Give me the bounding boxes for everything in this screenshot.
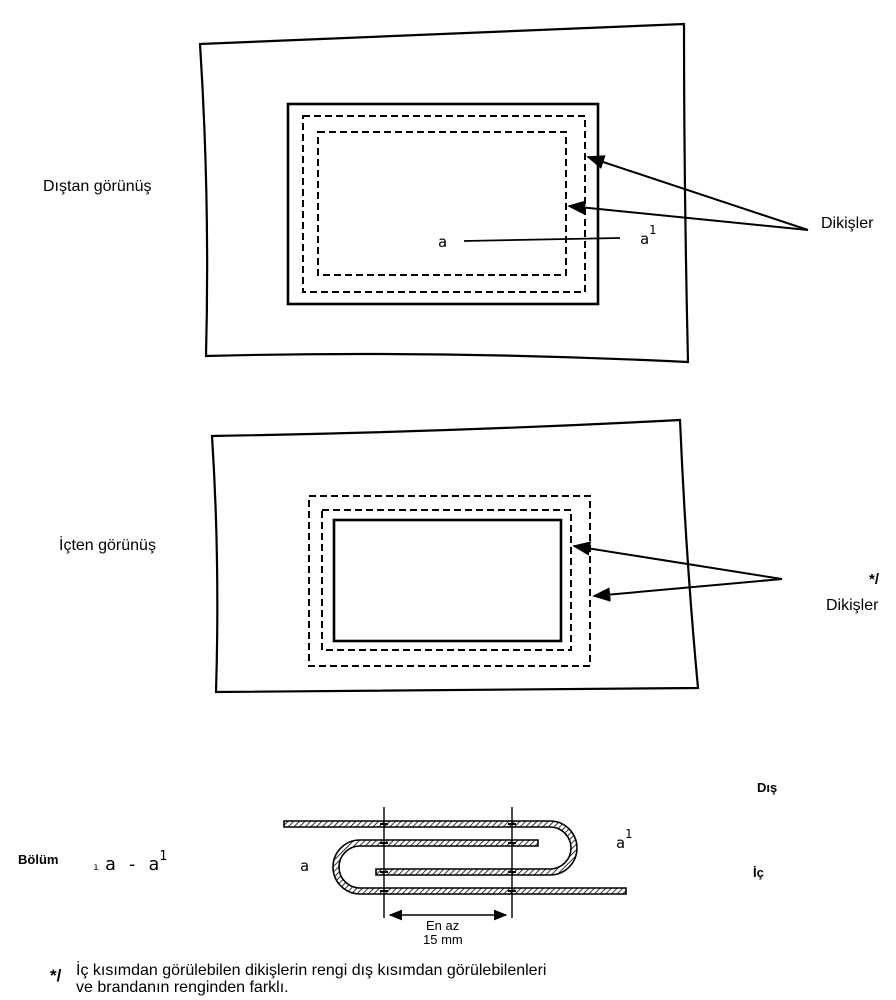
dimension-text-1: En az [426,918,459,933]
inside-stitch-pointer-inner [572,541,783,580]
section-line-a-a1 [463,237,621,242]
inside-opening-edge [332,518,563,643]
section-start-label: a [438,233,447,251]
inside-stitch-outer [308,495,591,667]
outside-view-title: Dıştan görünüş [43,178,152,195]
footnote-line-1: İç kısımdan görülebilen dikişlerin rengi… [76,962,547,979]
outside-stitches-label: Dikişler [821,215,874,232]
stitch-marks [380,823,516,892]
inside-view: İçten görünüş */ Dikişler [59,418,880,694]
section-right-end-label: a1 [616,827,632,852]
outer-side-label: Dış [757,780,777,795]
stitch-pointer-outer [586,155,809,231]
inside-stitch-pointer-outer [592,578,783,602]
outside-stitch-inner [317,131,567,276]
section-name: ı a - a1 [93,849,167,875]
inside-view-title: İçten görünüş [59,535,156,554]
inside-stitch-inner [321,509,572,651]
inside-fabric-sheet [210,418,700,694]
section-view: En az 15 mm a a1 Bölüm ı a - a1 Dış İç [18,780,777,947]
section-title: Bölüm [18,852,58,867]
outside-fabric-sheet [198,22,690,364]
section-inner-layer [332,839,627,895]
dimension-text-2: 15 mm [423,932,463,947]
inside-footnote-mark: */ [869,571,880,588]
footnote-mark: */ [50,966,62,985]
stitch-pointer-inner [567,200,809,231]
outside-view: a a1 Dıştan görünüş Dikişler [43,22,874,364]
footnote-text: İç kısımdan görülebilen dikişlerin rengi… [76,962,716,996]
section-end-label: a1 [640,223,656,248]
outside-patch-edge [286,102,600,306]
section-left-end-label: a [300,857,309,875]
outside-stitch-outer [302,115,586,293]
inside-stitches-label: Dikişler [826,597,879,614]
footnote-line-2: ve brandanın renginden farklı. [76,979,289,996]
section-outer-layer [283,820,578,876]
inner-side-label: İç [753,865,764,880]
